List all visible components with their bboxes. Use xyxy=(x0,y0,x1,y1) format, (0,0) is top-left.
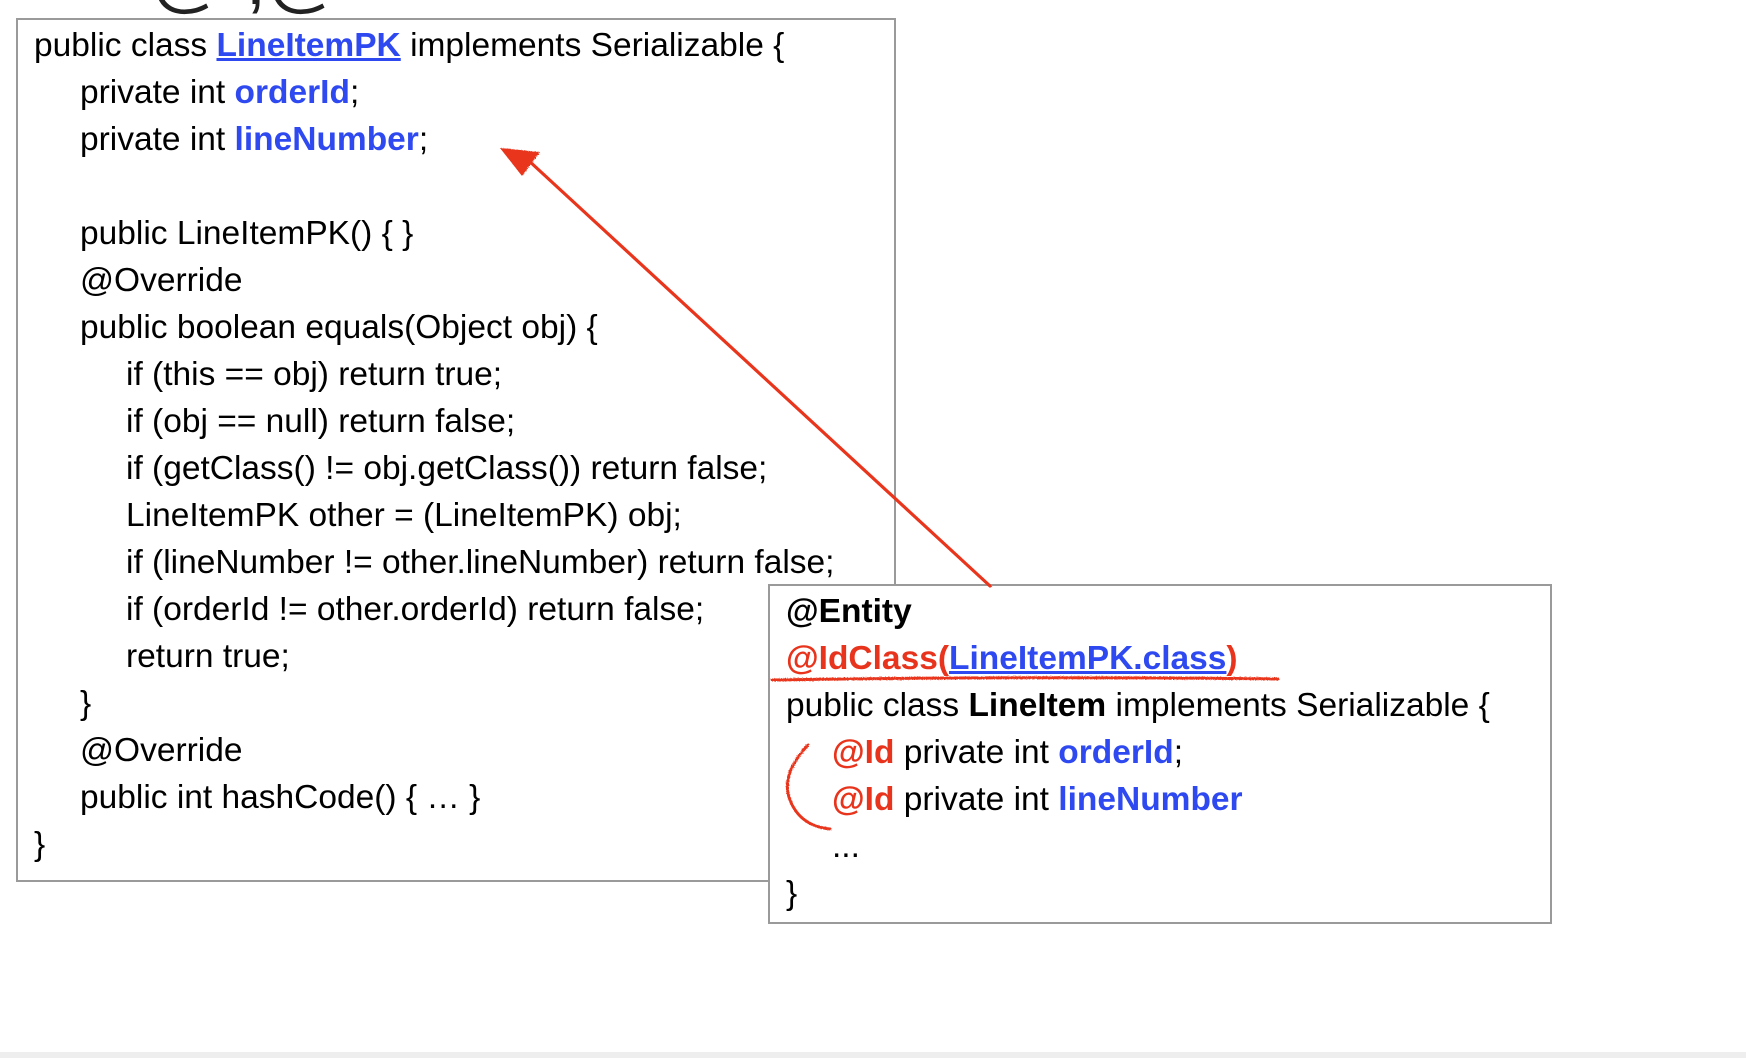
code-line-equals-null: if (obj == null) return false; xyxy=(126,403,516,440)
code-line-ellipsis: ... xyxy=(832,828,860,865)
code-line-class-declaration-lineitem: public class LineItem implements Seriali… xyxy=(786,686,1490,726)
code-line-field-linenumber: private int lineNumber; xyxy=(80,120,428,160)
code-line-id-orderid: @Id private int orderId; xyxy=(832,733,1183,773)
code-line-equals-linenumber: if (lineNumber != other.lineNumber) retu… xyxy=(126,544,835,581)
code-line-override-annotation-2: @Override xyxy=(80,732,243,769)
class-name-lineitem: LineItem xyxy=(968,687,1107,724)
field-name-orderid: orderId xyxy=(234,74,350,111)
id-annotation: @Id xyxy=(832,781,895,818)
idclass-annotation: @IdClass( xyxy=(786,640,949,677)
code-text: private int xyxy=(894,734,1059,771)
code-text: ; xyxy=(1173,734,1184,771)
id-annotation: @Id xyxy=(832,734,895,771)
bottom-strip xyxy=(0,1052,1746,1058)
code-line-class-declaration: public class LineItemPK implements Seria… xyxy=(34,26,784,66)
lineitempk-code-box: public class LineItemPK implements Seria… xyxy=(16,18,896,882)
code-text: public class xyxy=(34,27,217,64)
code-line-hashcode: public int hashCode() { … } xyxy=(80,779,481,816)
code-line-equals-this: if (this == obj) return true; xyxy=(126,356,503,393)
code-text: implements Serializable { xyxy=(1106,687,1490,724)
code-line-close-equals: } xyxy=(80,685,92,722)
code-line-close-class: } xyxy=(34,826,46,863)
code-line-equals-orderid: if (orderId != other.orderId) return fal… xyxy=(126,591,705,628)
class-name-link[interactable]: LineItemPK xyxy=(216,27,401,64)
code-line-field-orderid: private int orderId; xyxy=(80,73,359,113)
field-name-orderid: orderId xyxy=(1058,734,1174,771)
code-line-return-true: return true; xyxy=(126,638,290,675)
code-line-equals-cast: LineItemPK other = (LineItemPK) obj; xyxy=(126,497,682,534)
code-line-override-annotation: @Override xyxy=(80,262,243,299)
field-name-linenumber: lineNumber xyxy=(1058,781,1243,818)
code-line-constructor: public LineItemPK() { } xyxy=(80,215,414,252)
code-line-entity-annotation: @Entity xyxy=(786,593,912,630)
code-text: private int xyxy=(894,781,1059,818)
code-text: implements Serializable { xyxy=(400,27,785,64)
idclass-link[interactable]: LineItemPK.class xyxy=(949,640,1227,677)
cropped-title-fragment: @ ,@ xyxy=(150,0,341,16)
code-line-close-class-lineitem: } xyxy=(786,875,798,912)
lineitem-code-box: @Entity @IdClass(LineItemPK.class) publi… xyxy=(768,584,1552,924)
field-name-linenumber: lineNumber xyxy=(234,121,419,158)
code-text: ; xyxy=(418,121,429,158)
code-line-idclass-annotation: @IdClass(LineItemPK.class) xyxy=(786,639,1238,679)
code-line-id-linenumber: @Id private int lineNumber xyxy=(832,780,1243,820)
code-text: ; xyxy=(349,74,360,111)
code-text: public class xyxy=(786,687,969,724)
code-line-equals-getclass: if (getClass() != obj.getClass()) return… xyxy=(126,450,768,487)
code-text: private int xyxy=(80,121,235,158)
code-line-equals-signature: public boolean equals(Object obj) { xyxy=(80,309,598,346)
code-text: ) xyxy=(1226,640,1238,677)
code-text: private int xyxy=(80,74,235,111)
